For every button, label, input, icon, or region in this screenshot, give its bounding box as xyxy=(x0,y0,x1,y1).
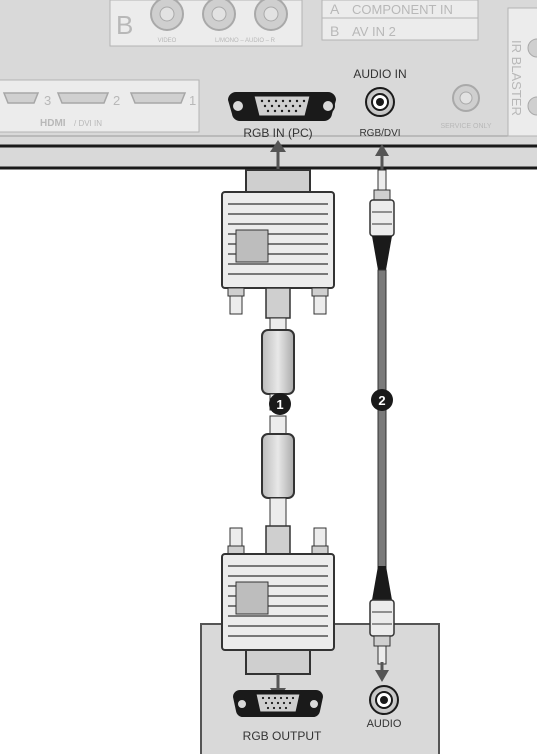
tv-rear-panel: B VIDEO L/MONO – AUDIO – R A COMPONENT I… xyxy=(0,0,537,146)
audio-in-jack xyxy=(365,87,395,117)
ir-blaster-block: IR BLASTER xyxy=(507,7,537,137)
component-labels: A COMPONENT IN B AV IN 2 xyxy=(321,0,479,41)
video-jack-label: VIDEO xyxy=(158,38,177,44)
audio-cable-bottom-plug xyxy=(369,566,395,665)
audio-cable: 2 xyxy=(369,144,395,682)
rgb-cable-bottom-plug xyxy=(221,525,335,675)
video-jack xyxy=(150,0,184,31)
rgb-output-port xyxy=(233,690,323,718)
service-only-label: SERVICE ONLY xyxy=(440,123,491,130)
hdmi-port-1 xyxy=(129,92,187,104)
rgb-in-pc-label: RGB IN (PC) xyxy=(243,126,312,140)
rgb-cable-number: 1 xyxy=(276,397,283,412)
rgb-cable: 1 xyxy=(221,140,335,700)
audio-cable-number: 2 xyxy=(378,393,385,408)
section-letter: B xyxy=(116,10,133,40)
hdmi-logo: HDMI xyxy=(40,118,66,129)
rgb-cable-top-plug xyxy=(221,169,335,319)
audio-right-jack xyxy=(254,0,288,31)
audio-out-arrow xyxy=(375,662,389,682)
rgb-in-pc-port xyxy=(228,92,336,122)
component-row-a-letter: A xyxy=(330,1,340,17)
audio-cable-number-badge: 2 xyxy=(371,389,393,411)
audio-out-jack xyxy=(369,685,399,715)
component-row-a-text: COMPONENT IN xyxy=(352,2,453,17)
component-row-b-letter: B xyxy=(330,23,339,39)
service-only-jack xyxy=(452,84,480,112)
audio-label: AUDIO xyxy=(367,718,402,730)
audio-jack-label: L/MONO – AUDIO – R xyxy=(215,38,276,44)
rgb-cable-number-badge: 1 xyxy=(269,393,291,415)
audio-cable-top-plug xyxy=(369,169,395,270)
audio-in-arrow xyxy=(375,144,389,170)
rgb-in-arrow xyxy=(270,140,286,170)
dvi-in-label: / DVI IN xyxy=(74,119,102,128)
rgb-dvi-label: RGB/DVI xyxy=(359,128,400,139)
audio-left-jack xyxy=(202,0,236,31)
tv-bottom-edge xyxy=(0,144,537,170)
hdmi-port-2-number: 2 xyxy=(113,93,120,108)
hdmi-port-1-number: 1 xyxy=(189,93,196,108)
component-row-b-text: AV IN 2 xyxy=(352,24,396,39)
av-in-block: B VIDEO L/MONO – AUDIO – R xyxy=(109,0,303,47)
rgb-output-label: RGB OUTPUT xyxy=(243,729,322,743)
ir-blaster-label: IR BLASTER xyxy=(509,40,524,116)
hdmi-port-3-number: 3 xyxy=(44,93,51,108)
hdmi-port-3 xyxy=(2,92,40,104)
hdmi-dvi-in-block: 3 2 1 HDMI / DVI IN xyxy=(0,79,200,133)
audio-in-title: AUDIO IN xyxy=(353,67,406,81)
hdmi-port-2 xyxy=(56,92,110,104)
